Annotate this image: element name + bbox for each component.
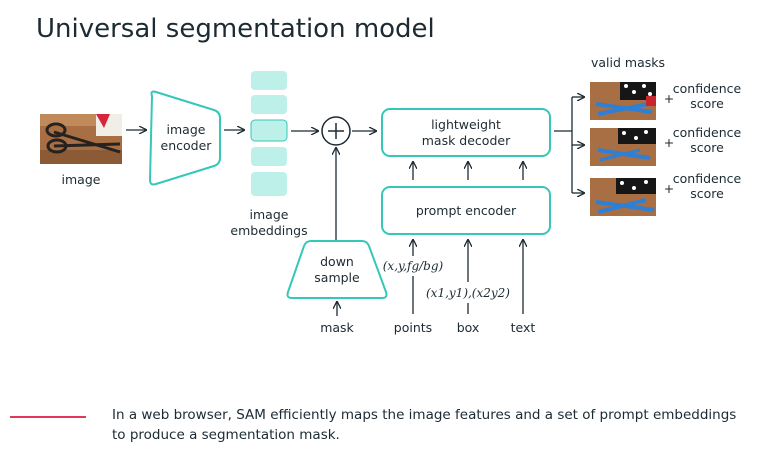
mask-label: mask [320, 320, 354, 335]
box-label: box [457, 320, 480, 335]
confidence-score-label-2: score [690, 140, 724, 155]
box-coord: (x1,y1),(x2y2) [426, 286, 510, 300]
caption-text: In a web browser, SAM efficiently maps t… [112, 407, 737, 443]
valid-masks-label: valid masks [591, 55, 665, 70]
prompt-encoder-label: prompt encoder [416, 203, 517, 218]
image-encoder-block [148, 90, 221, 186]
confidence-score-label-2: score [690, 96, 724, 111]
embeddings-label: image [250, 207, 289, 222]
text-label: text [511, 320, 536, 335]
decoder-label: lightweight [431, 117, 501, 132]
plus-icon: + [664, 181, 674, 196]
image-embeddings-stack [250, 71, 288, 196]
input-image [40, 114, 122, 164]
points-label: points [394, 320, 432, 335]
plus-circle-icon [321, 116, 351, 146]
embeddings-label-2: embeddings [230, 223, 307, 238]
confidence-score-label: confidence [673, 171, 742, 186]
points-coord: (x,y,fg/bg) [383, 259, 444, 273]
mask-thumbnail [590, 178, 656, 216]
plus-icon: + [664, 135, 674, 150]
mask-thumbnail [590, 128, 656, 166]
prompt-encoder-block [381, 186, 551, 235]
mask-thumbnail [590, 82, 656, 120]
accent-divider [10, 416, 86, 418]
confidence-score-label-2: score [690, 186, 724, 201]
down-sample-label: down [320, 254, 354, 269]
input-image-label: image [62, 172, 101, 187]
page-title: Universal segmentation model [36, 14, 435, 44]
decoder-label-2: mask decoder [422, 133, 511, 148]
sam-diagram: image image encoder image embeddings dow… [40, 55, 742, 335]
down-sample-block [286, 240, 388, 299]
image-encoder-label-2: encoder [161, 138, 213, 153]
mask-decoder-block [381, 108, 551, 157]
image-encoder-label: image [167, 122, 206, 137]
confidence-score-label: confidence [673, 125, 742, 140]
confidence-score-label: confidence [673, 81, 742, 96]
plus-icon: + [664, 91, 674, 106]
down-sample-label-2: sample [314, 270, 360, 285]
